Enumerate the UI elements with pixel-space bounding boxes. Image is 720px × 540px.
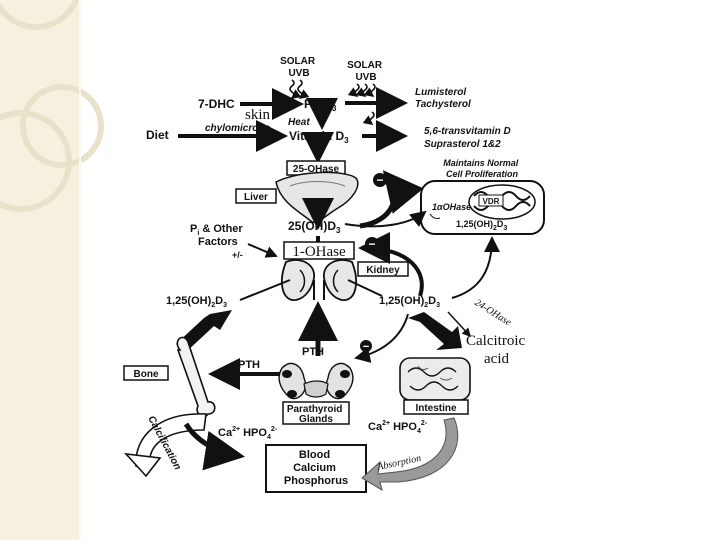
cell-calcitriol-label: 1,25(OH)2D3 [456, 219, 507, 232]
minus-circle-liver [373, 173, 387, 187]
calcitriol-to-bone-arrow [176, 310, 232, 352]
parathyroid-box [282, 401, 350, 425]
chylomicrons-label: chylomicrons [205, 123, 270, 134]
kidney-illustration [281, 259, 357, 301]
bone-to-blood-arrow [183, 422, 245, 471]
calcitriol-to-cell-arrow [451, 236, 500, 299]
1-ohase-label: 1-OHase [292, 244, 346, 260]
decorative-ring-lower [0, 110, 72, 212]
vdr-label: VDR [483, 197, 500, 206]
solar-uvb-label-2: SOLAR UVB [347, 60, 385, 83]
liver-label: Liver [244, 192, 268, 203]
minus-sign-kidney: − [368, 237, 375, 251]
25-ohase-label: 25-OHase [293, 164, 340, 175]
kidney-label: Kidney [366, 265, 400, 276]
calcidiol-label: 25(OH)D3 [288, 219, 341, 235]
calcitroic-acid-label: Calcitroic acid [466, 333, 529, 367]
skin-label: skin [245, 107, 271, 123]
minus-circle-kidney [365, 237, 379, 251]
parathyroid-glands-label: Parathyroid Glands [287, 404, 345, 425]
ca-hpo4-left-label: Ca2+ HPO42- [218, 426, 278, 441]
calcitriol-to-calcitroic-arrow [447, 311, 472, 338]
lumisterol-tachysterol-label: Lumisterol Tachysterol [415, 87, 471, 110]
heat-label: Heat [288, 117, 310, 128]
intestine-illustration [399, 357, 471, 401]
pth-left-label: PTH [238, 359, 260, 371]
minus-sign-parathyroid: − [363, 341, 369, 353]
parathyroid-illustration [278, 362, 354, 400]
pth-center-label: PTH [302, 346, 324, 358]
absorption-arrow [361, 417, 459, 492]
vdr-box [478, 194, 504, 207]
24-ohase-label: 24-OHase [472, 297, 513, 328]
liver-illustration [275, 171, 359, 223]
factors-to-kidney-arrow [247, 243, 278, 258]
bone-illustration [176, 336, 216, 418]
diet-label: Diet [146, 128, 169, 142]
negative-feedback-parathyroid-arrow [354, 313, 409, 363]
calcitriol-to-intestine-arrow [408, 312, 462, 350]
calcidiol-to-cell-arrow [344, 210, 427, 228]
calcitriol-left-label: 1,25(OH)2D3 [166, 295, 227, 309]
vitamin-d3-label: Vitamin D3 [289, 129, 349, 145]
calcification-arrowhead [123, 452, 162, 478]
liver-box [235, 188, 277, 204]
1-ohase-box [283, 241, 355, 260]
cell-conversion-arrow [429, 213, 441, 219]
bone-box [123, 365, 169, 381]
ca-hpo4-right-label: Ca2+ HPO42- [368, 420, 428, 435]
sidebar-edge [79, 0, 81, 540]
minus-sign-liver: − [376, 173, 383, 187]
blood-calcium-phosphorus-label: Blood Calcium Phosphorus [284, 449, 348, 487]
liver-shading [289, 181, 346, 187]
transvitamin-suprasterol-label: 5,6-transvitamin D Suprasterol 1&2 [424, 126, 513, 150]
slide-sidebar [0, 0, 104, 540]
calcitriol-right-label: 1,25(OH)2D3 [379, 295, 440, 309]
intestine-box [403, 399, 469, 415]
solar-uvb-label-1: SOLAR UVB [280, 56, 318, 79]
negative-feedback-liver-arrow [359, 170, 424, 229]
intestine-label: Intestine [415, 403, 457, 414]
one-alpha-ohase-label: 1αOHase [432, 202, 471, 212]
blood-calcium-box [265, 444, 367, 493]
seven-dhc-label: 7-DHC [198, 97, 235, 111]
pred3-label: PreD3 [304, 97, 337, 113]
pi-other-factors-label: Pi & Other Factors +/- [190, 223, 246, 260]
kidney-to-right-calcitriol-line [347, 279, 383, 297]
maintains-proliferation-label: Maintains Normal Cell Proliferation [443, 158, 521, 179]
bone-label: Bone [134, 369, 159, 380]
minus-circle-parathyroid [360, 340, 372, 352]
kidney-to-left-calcitriol-line [239, 279, 291, 301]
